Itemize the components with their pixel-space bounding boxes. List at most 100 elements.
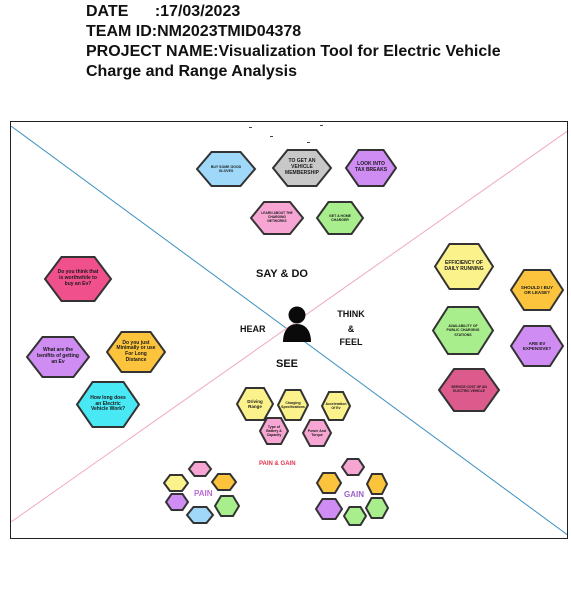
hexagon-shape bbox=[366, 498, 388, 518]
hexagon-shape bbox=[237, 388, 273, 420]
note-text: ARE EV EXPENSIVE? bbox=[522, 340, 552, 351]
empathy-map-board: SAY & DO THINK & FEEL HEAR SEE PAIN & GA… bbox=[10, 121, 568, 539]
note-minimally: Do you just Minimally or use For Long Di… bbox=[107, 332, 165, 372]
say-do-label: SAY & DO bbox=[256, 268, 308, 280]
hexagon-shape bbox=[433, 307, 493, 354]
note-look-tax-breaks: LOOK INTO TAX BREAKS bbox=[346, 150, 396, 186]
hexagon-shape bbox=[166, 494, 188, 510]
date-value: :17/03/2023 bbox=[154, 3, 241, 20]
project-label: PROJECT NAME: bbox=[86, 43, 219, 60]
pain-note bbox=[164, 475, 188, 491]
project-value-line2: Charge and Range Analysis bbox=[86, 63, 298, 80]
hexagon-shape bbox=[107, 332, 165, 372]
note-how-long: How long does an Electric Vehicle Work? bbox=[77, 382, 139, 427]
project-line-2: Charge and Range Analysis bbox=[86, 62, 566, 82]
date-line: DATE :17/03/2023 bbox=[86, 2, 566, 22]
pain-gain-label: PAIN & GAIN bbox=[259, 461, 296, 467]
hexagon-shape bbox=[346, 150, 396, 186]
hexagon-shape bbox=[77, 382, 139, 427]
pain-note bbox=[212, 474, 236, 490]
note-text: Acceleration Of Ev bbox=[325, 401, 347, 410]
gain-note bbox=[366, 498, 388, 518]
hexagon-shape bbox=[189, 462, 211, 476]
note-buy-or-lease: SHOULD I BUY OR LEASE? bbox=[511, 270, 563, 310]
hexagon-shape bbox=[260, 418, 288, 444]
note-text: Driving Range bbox=[247, 398, 263, 409]
note-text: Do you just Minimally or use For Long Di… bbox=[116, 339, 156, 363]
note-text: SHOULD I BUY OR LEASE? bbox=[520, 284, 554, 295]
note-ev-expensive: ARE EV EXPENSIVE? bbox=[511, 326, 563, 366]
team-id-line: TEAM ID:NM2023TMID04378 bbox=[86, 22, 566, 42]
hexagon-shape bbox=[251, 202, 303, 234]
hexagon-shape bbox=[317, 473, 341, 493]
pain-note bbox=[187, 507, 213, 523]
team-id-label: TEAM ID: bbox=[86, 23, 158, 40]
gain-note bbox=[344, 507, 366, 525]
project-line: PROJECT NAME:Visualization Tool for Elec… bbox=[86, 42, 566, 62]
note-text: SERVICE COST OF AN ELECTRIC VEHICLE bbox=[451, 385, 487, 393]
gain-note bbox=[316, 499, 342, 519]
note-text: LEARN ABOUT THE CHARGING NETWORKS bbox=[261, 211, 293, 223]
note-text: Power And Torque bbox=[307, 428, 327, 437]
hexagon-shape bbox=[215, 496, 239, 516]
tick-mark bbox=[320, 125, 323, 126]
hexagon-shape bbox=[435, 244, 493, 289]
note-acceleration: Acceleration Of Ev bbox=[322, 392, 350, 420]
pain-note bbox=[215, 496, 239, 516]
note-buy-gloves: BUY SOME GOOD GLOVES bbox=[197, 152, 255, 186]
note-charging-specs: Charging Specifications bbox=[278, 390, 308, 420]
note-benefits: What are the benifits of getting an Ev bbox=[27, 337, 89, 377]
hexagon-shape bbox=[273, 150, 331, 186]
note-text: What are the benifits of getting an Ev bbox=[37, 347, 79, 365]
note-text: Charging Specifications bbox=[281, 400, 305, 409]
gain-note bbox=[342, 459, 364, 475]
hexagon-shape bbox=[342, 459, 364, 475]
hexagon-shape bbox=[322, 392, 350, 420]
date-label: DATE bbox=[86, 3, 129, 20]
header: DATE :17/03/2023 TEAM ID:NM2023TMID04378… bbox=[86, 2, 566, 82]
note-battery-type: Type of Battery & Capacity bbox=[260, 418, 288, 444]
pain-note bbox=[189, 462, 211, 476]
note-text: GET A HOME CHARGER bbox=[329, 213, 351, 222]
hexagon-shape bbox=[316, 499, 342, 519]
note-driving-range: Driving Range bbox=[237, 388, 273, 420]
team-id-value: NM2023TMID04378 bbox=[157, 23, 302, 40]
hexagon-shape bbox=[511, 270, 563, 310]
think-feel-amp: & bbox=[347, 324, 355, 334]
hexagon-shape bbox=[27, 337, 89, 377]
hexagon-shape bbox=[187, 507, 213, 523]
tick-mark bbox=[249, 127, 252, 128]
note-learn-charging: LEARN ABOUT THE CHARGING NETWORKS bbox=[251, 202, 303, 234]
note-efficiency: EFFICIENCY OF DAILY RUNNING bbox=[435, 244, 493, 289]
pain-note bbox=[166, 494, 188, 510]
hexagon-shape bbox=[164, 475, 188, 491]
hexagon-shape bbox=[303, 420, 331, 446]
note-text: EFFICIENCY OF DAILY RUNNING bbox=[444, 259, 484, 272]
think-label: THINK bbox=[337, 309, 365, 319]
hexagon-shape bbox=[317, 202, 363, 234]
gain-note bbox=[367, 474, 387, 494]
hexagon-shape bbox=[439, 369, 499, 411]
pain-label: PAIN bbox=[194, 489, 213, 498]
hexagon-shape bbox=[367, 474, 387, 494]
note-text: LOOK INTO TAX BREAKS bbox=[354, 161, 388, 173]
note-vehicle-membership: TO GET AN VEHICLE MEMBERSHIP bbox=[273, 150, 331, 186]
tick-mark bbox=[270, 136, 273, 137]
note-service-cost: SERVICE COST OF AN ELECTRIC VEHICLE bbox=[439, 369, 499, 411]
gain-label: GAIN bbox=[344, 490, 364, 499]
tick-mark bbox=[307, 142, 310, 143]
gain-note bbox=[317, 473, 341, 493]
hexagon-shape bbox=[45, 257, 111, 301]
note-text: BUY SOME GOOD GLOVES bbox=[210, 164, 242, 173]
note-power-torque: Power And Torque bbox=[303, 420, 331, 446]
feel-label: FEEL bbox=[339, 337, 363, 347]
note-text: AVAILABILITY OF PUBLIC CHARGING STATIONS bbox=[446, 324, 480, 337]
hexagon-shape bbox=[212, 474, 236, 490]
note-home-charger: GET A HOME CHARGER bbox=[317, 202, 363, 234]
note-text: How long does an Electric Vehicle Work? bbox=[90, 394, 126, 413]
see-label: SEE bbox=[276, 358, 299, 370]
note-worthwhile: Do you think that is worthwhile to buy a… bbox=[45, 257, 111, 301]
note-text: Do you think that is worthwhile to buy a… bbox=[57, 269, 99, 287]
hear-label: HEAR bbox=[240, 324, 266, 334]
note-text: TO GET AN VEHICLE MEMBERSHIP bbox=[285, 158, 319, 176]
